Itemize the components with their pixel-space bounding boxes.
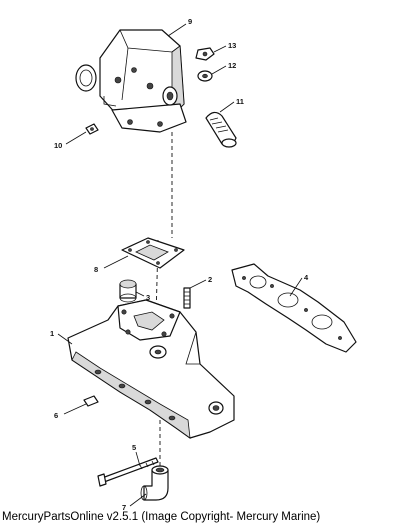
hose-part [205,111,237,148]
callout-12: 12 [228,61,236,70]
exhaust-elbow-part [75,29,187,133]
manifold-gasket-part [231,263,357,353]
drain-plug-part [83,395,99,407]
plug-part [119,279,137,303]
leader-lines [57,23,303,507]
callout-3: 3 [146,293,150,302]
callout-5: 5 [132,443,136,452]
callout-2: 2 [208,275,212,284]
callout-4: 4 [304,273,309,282]
callout-1: 1 [50,329,54,338]
nut-part [195,47,215,61]
callout-7: 7 [122,503,126,512]
callout-11: 11 [236,97,244,106]
washer-part [197,70,213,82]
stud-part [183,287,191,309]
bolt-part [85,123,99,135]
callout-9: 9 [188,17,192,26]
elbow-fitting-part [140,465,169,501]
copyright-caption: MercuryPartsOnline v2.5.1 (Image Copyrig… [2,511,321,523]
callout-13: 13 [228,41,236,50]
long-bolt-part [97,457,159,487]
exhaust-manifold-part [67,299,235,439]
callout-6: 6 [54,411,58,420]
gasket-part [121,237,185,269]
callout-8: 8 [94,265,98,274]
callout-10: 10 [54,141,62,150]
